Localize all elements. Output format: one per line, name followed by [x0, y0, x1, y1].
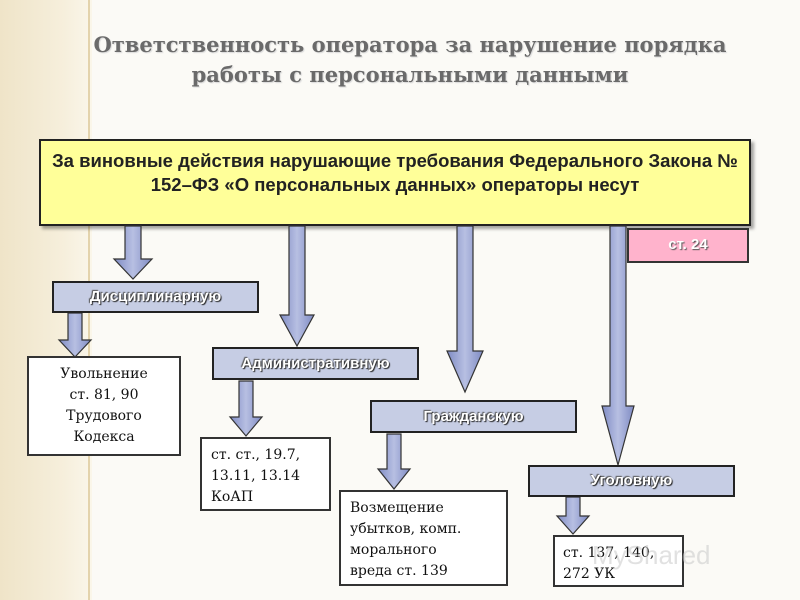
result-disciplinary-text: Увольнение ст. 81, 90 Трудового Кодекса: [60, 366, 148, 445]
header-box: За виновные действия нарушающие требован…: [39, 139, 751, 226]
article-label: ст. 24: [627, 228, 749, 263]
category-administrative: Административную: [212, 347, 419, 380]
arrow-down-icon: [278, 225, 316, 348]
arrow-down-icon: [57, 312, 93, 358]
result-civil-text: Возмещение убытков, комп. морального вре…: [350, 500, 462, 579]
result-administrative: ст. ст., 19.7, 13.11, 13.14 КоАП: [200, 437, 331, 511]
arrow-down-icon: [228, 380, 264, 437]
arrow-down-icon: [376, 433, 412, 490]
category-civil: Гражданскую: [370, 400, 577, 433]
slide-title: Ответственность оператора за нарушение п…: [93, 32, 727, 87]
category-disciplinary: Дисциплинарную: [52, 281, 259, 313]
result-administrative-text: ст. ст., 19.7, 13.11, 13.14 КоАП: [211, 447, 301, 505]
result-disciplinary: Увольнение ст. 81, 90 Трудового Кодекса: [27, 356, 181, 456]
category-criminal: Уголовную: [528, 465, 735, 497]
arrow-down-icon: [112, 225, 154, 280]
arrow-down-icon: [555, 496, 591, 535]
arrow-down-icon: [446, 225, 484, 394]
result-criminal-text: ст. 137, 140, 272 УК: [563, 545, 655, 582]
watermark-logo: MyShared: [592, 540, 711, 570]
result-criminal: ст. 137, 140, 272 УК: [553, 535, 684, 587]
arrow-down-icon: [601, 225, 635, 468]
result-civil: Возмещение убытков, комп. морального вре…: [339, 490, 508, 586]
